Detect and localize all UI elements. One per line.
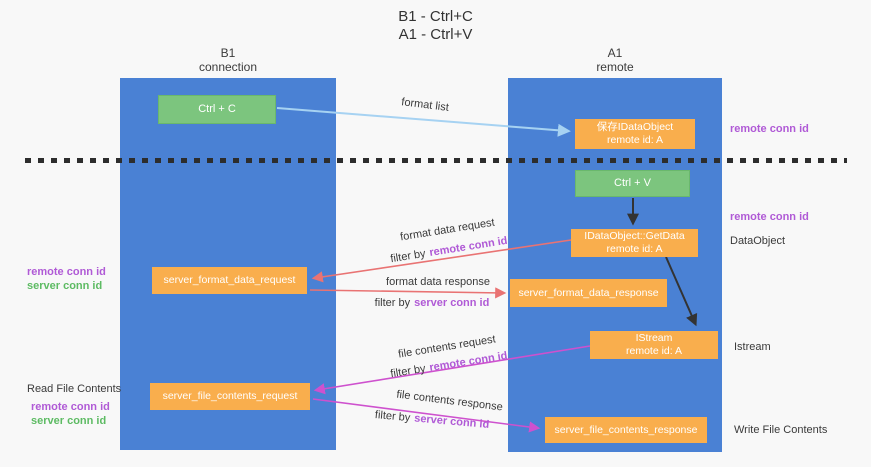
lane-header-a1: A1 remote [508, 46, 722, 74]
node-save-dataobject-line1: 保存IDataObject [596, 121, 674, 133]
file-contents-response-arrow [312, 398, 541, 433]
right-remote-conn-id-1: remote conn id [730, 123, 809, 135]
left-server-conn-id-1: server conn id [27, 280, 103, 292]
right-write-file-contents-label: Write File Contents [734, 424, 828, 436]
node-save-dataobject-line2: remote id: A [606, 134, 664, 146]
node-ctrl-v: Ctrl + V [575, 170, 690, 197]
node-format-response-label: server_format_data_response [518, 286, 659, 299]
left-read-file-contents-label: Read File Contents [27, 383, 122, 395]
left-remote-conn-id-2: remote conn id [31, 401, 110, 413]
right-dataobject-label: DataObject [730, 235, 786, 247]
lane-a1-title: A1 [607, 46, 623, 60]
right-istream-label: Istream [734, 341, 771, 353]
lane-b1-title: B1 [220, 46, 236, 60]
file-contents-request-arrow [313, 345, 591, 395]
node-save-dataobject: 保存IDataObject remote id: A [575, 119, 695, 149]
title-line-1: B1 - Ctrl+C [398, 8, 473, 25]
node-server-file-contents-response: server_file_contents_response [545, 417, 707, 443]
node-istream: IStream remote id: A [590, 331, 718, 359]
label-format-data-response: format data response [386, 276, 490, 288]
node-ctrl-c: Ctrl + C [158, 95, 276, 124]
node-getdata-line2: remote id: A [606, 243, 663, 255]
node-getdata: IDataObject::GetData remote id: A [571, 229, 698, 257]
title-line-2: A1 - Ctrl+V [398, 26, 473, 43]
node-server-format-data-response: server_format_data_response [510, 279, 667, 307]
node-file-response-label: server_file_contents_response [554, 423, 698, 436]
node-istream-line2: remote id: A [625, 345, 683, 357]
filter-by-text: filter by [374, 297, 411, 309]
diagram-title: B1 - Ctrl+C A1 - Ctrl+V [0, 8, 871, 44]
node-format-request-label: server_format_data_request [163, 274, 296, 286]
server-conn-id-text: server conn id [414, 297, 490, 309]
format-list-arrow [276, 107, 571, 137]
node-file-request-label: server_file_contents_request [162, 390, 298, 402]
node-server-format-data-request: server_format_data_request [152, 267, 307, 294]
format-data-request-arrow [311, 239, 572, 283]
node-server-file-contents-request: server_file_contents_request [150, 383, 310, 410]
left-remote-conn-id-1: remote conn id [27, 266, 106, 278]
left-server-conn-id-2: server conn id [31, 415, 107, 427]
lane-header-b1: B1 connection [120, 46, 336, 74]
node-istream-line1: IStream [635, 332, 673, 344]
node-getdata-line1: IDataObject::GetData [584, 230, 685, 242]
filter-by-text: filter by [374, 409, 411, 425]
format-data-response-arrow [309, 287, 507, 299]
node-ctrl-v-label: Ctrl + V [614, 177, 651, 189]
lane-a1-subtitle: remote [596, 60, 634, 74]
lane-b1-subtitle: connection [198, 60, 258, 74]
getdata-to-istream-arrow [665, 256, 698, 327]
right-remote-conn-id-2: remote conn id [730, 211, 809, 223]
node-ctrl-c-label: Ctrl + C [198, 103, 236, 115]
dashed-divider [25, 158, 847, 163]
